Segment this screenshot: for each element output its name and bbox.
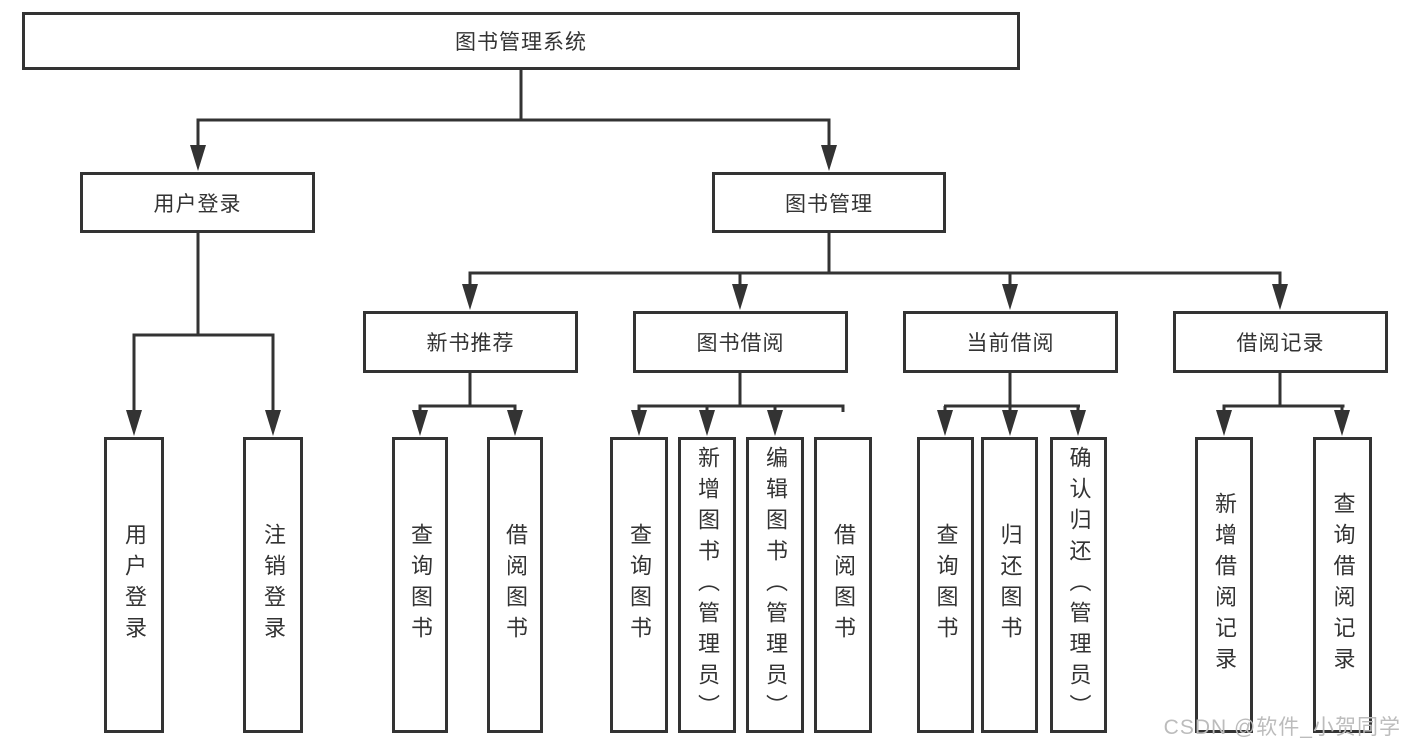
arrow-down-icon	[699, 410, 715, 436]
leaf-query-borrow-record: 查询借阅记录	[1313, 437, 1372, 733]
node-label: 查询图书	[408, 523, 433, 647]
arrow-down-icon	[1216, 410, 1232, 436]
node-user-login: 用户登录	[80, 172, 315, 233]
node-label: 用户登录	[153, 192, 242, 216]
arrow-down-icon	[1272, 284, 1288, 310]
node-label: 图书管理系统	[455, 31, 587, 54]
node-label: 新书推荐	[426, 332, 515, 355]
node-label: 借阅图书	[831, 523, 856, 647]
csdn-watermark: CSDN @软件_小贺同学	[1163, 716, 1401, 739]
leaf-query-books: 查询图书	[917, 437, 974, 733]
node-new-book-recommend: 新书推荐	[363, 311, 578, 373]
arrow-down-icon	[1002, 410, 1018, 436]
leaf-confirm-return-admin: 确认归还（管理员）	[1050, 437, 1107, 733]
node-label: 用户登录	[122, 523, 147, 647]
arrow-down-icon	[190, 145, 206, 171]
node-current-borrow: 当前借阅	[903, 311, 1118, 373]
node-label: 查询图书	[933, 523, 959, 647]
node-root-system: 图书管理系统	[22, 12, 1020, 70]
leaf-query-books: 查询图书	[392, 437, 448, 733]
leaf-user-login: 用户登录	[104, 437, 164, 733]
leaf-edit-books-admin: 编辑图书（管理员）	[746, 437, 804, 733]
node-label: 注销登录	[261, 523, 286, 647]
arrow-down-icon	[732, 284, 748, 310]
leaf-add-borrow-record: 新增借阅记录	[1195, 437, 1253, 733]
arrow-down-icon	[767, 410, 783, 436]
arrow-down-icon	[821, 145, 837, 171]
leaf-return-books: 归还图书	[981, 437, 1038, 733]
node-label: 当前借阅	[966, 332, 1055, 355]
arrow-down-icon	[462, 284, 478, 310]
node-label: 图书借阅	[696, 332, 785, 355]
arrow-down-icon	[1334, 410, 1350, 436]
node-book-management: 图书管理	[712, 172, 946, 233]
arrow-down-icon	[937, 410, 953, 436]
arrow-down-icon	[631, 410, 647, 436]
node-label: 确认归还（管理员）	[1066, 445, 1092, 725]
node-label: 新增图书（管理员）	[695, 445, 720, 725]
arrow-down-icon	[1002, 284, 1018, 310]
arrow-down-icon	[1070, 410, 1086, 436]
node-book-borrow: 图书借阅	[633, 311, 848, 373]
node-label: 查询借阅记录	[1330, 492, 1356, 678]
leaf-borrow-books: 借阅图书	[487, 437, 543, 733]
leaf-logout: 注销登录	[243, 437, 303, 733]
node-label: 查询图书	[627, 523, 652, 647]
node-label: 借阅记录	[1236, 332, 1325, 355]
node-label: 图书管理	[785, 192, 873, 216]
node-label: 借阅图书	[503, 523, 528, 647]
node-label: 归还图书	[997, 523, 1023, 647]
leaf-borrow-books: 借阅图书	[814, 437, 872, 733]
node-borrow-records: 借阅记录	[1173, 311, 1388, 373]
node-label: 编辑图书（管理员）	[763, 445, 788, 725]
arrow-down-icon	[412, 410, 428, 436]
arrowheads	[126, 145, 1350, 436]
arrow-down-icon	[507, 410, 523, 436]
leaf-add-books-admin: 新增图书（管理员）	[678, 437, 736, 733]
node-label: 新增借阅记录	[1212, 492, 1237, 678]
arrow-down-icon	[126, 410, 142, 436]
arrow-down-icon	[265, 410, 281, 436]
leaf-query-books: 查询图书	[610, 437, 668, 733]
